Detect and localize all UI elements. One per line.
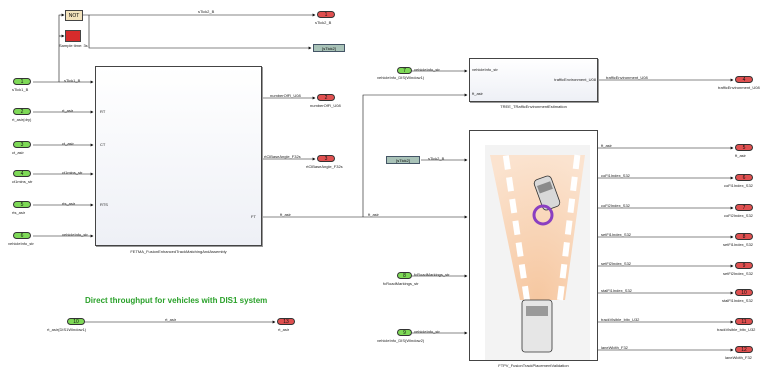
outport-8[interactable]: 8 xyxy=(735,233,753,240)
inport-8[interactable]: 8 xyxy=(397,272,412,279)
outport-8-label: setFl1Index_S32 xyxy=(723,242,754,247)
outport-1[interactable]: 1 xyxy=(317,11,335,18)
outport-2[interactable]: 2 xyxy=(317,94,335,101)
outport-9[interactable]: 9 xyxy=(735,262,753,269)
outport-12-label: laneWidth_F32 xyxy=(725,355,752,360)
inport-3[interactable]: 3 xyxy=(13,141,31,148)
signal-ft: ft_asir xyxy=(280,212,291,217)
outport-2-label: numberOfFl_U08 xyxy=(310,103,341,108)
outport-12[interactable]: 12 xyxy=(735,346,753,353)
signal-rts: rts_asir xyxy=(62,201,76,206)
signal-rt: rt_asir xyxy=(62,108,74,113)
outport-3-label: rtClBaseAngle_F32s xyxy=(306,164,343,169)
outport-10-label: stalFl1Index_S32 xyxy=(722,298,753,303)
ftpv-out-7: laneWidth_F32 xyxy=(601,345,628,350)
inport-1-label: sTick1_B xyxy=(12,87,29,92)
inport-6-label: vehicleInfo_str xyxy=(8,241,34,246)
tree-subsystem[interactable] xyxy=(469,58,598,102)
outport-9-label: setFl2Index_S32 xyxy=(723,271,754,276)
outport-13-label: rt_asir xyxy=(278,327,290,332)
outport-1-label: sTick2_B xyxy=(315,20,332,25)
inport-10-label: rt_asir(DIS1Window1) xyxy=(47,327,87,332)
inport-5-label: rts_asir xyxy=(12,210,26,215)
signal-ct: ct_asir xyxy=(62,141,74,146)
inport-2[interactable]: 2 xyxy=(13,108,31,115)
tree-name: TREE_TRafficEnvironmentEstimation xyxy=(500,104,567,109)
inport-7-label: vehicleInfo_DIS(Window1) xyxy=(377,75,425,80)
unit-delay-block[interactable] xyxy=(65,30,81,42)
signal-veh: vehicleInfo_str xyxy=(62,232,88,237)
outport-5[interactable]: 5 xyxy=(735,144,753,151)
signal-ft-2: ft_asir xyxy=(368,212,379,217)
inport-4-label: ct1mins_str xyxy=(12,179,33,184)
outport-6[interactable]: 6 xyxy=(735,174,753,181)
fetma-port-rts: RTS xyxy=(100,202,108,207)
tree-in1: vehicleInfo_str xyxy=(472,67,498,72)
inport-3-label: ct_asir xyxy=(12,150,24,155)
sample-time-label: Sample time: 3s xyxy=(59,43,88,48)
inport-1[interactable]: 1 xyxy=(13,78,31,85)
signal-numfl: numberOfFl_U08 xyxy=(270,93,301,98)
outport-11[interactable]: 11 xyxy=(735,318,753,325)
ftpv-subsystem[interactable] xyxy=(469,130,598,361)
tree-out: trafficEnvironment_U08 xyxy=(554,77,596,82)
signal-stick2: sTick2_B xyxy=(198,9,215,14)
inport-8-label: fcRoadMarkings_str xyxy=(383,281,419,286)
direct-throughput-note: Direct throughput for vehicles with DIS1… xyxy=(85,296,268,305)
from-tag[interactable]: [sTick2] xyxy=(386,156,420,164)
ftpv-name: FTPV_FusionTrackPlacementValidation xyxy=(498,363,569,368)
inport-4[interactable]: 4 xyxy=(13,170,31,177)
not-block[interactable]: NOT xyxy=(65,10,83,21)
fetma-subsystem[interactable] xyxy=(95,66,262,246)
inport-6[interactable]: 6 xyxy=(13,232,31,239)
ftpv-out-1: coFl1Index_S32 xyxy=(601,173,630,178)
outport-11-label: trackVisible_bitx_U32 xyxy=(717,327,756,332)
inport-2-label: rt_asir(dry) xyxy=(12,117,32,122)
signal-road: fcRoadMarkings_str xyxy=(414,272,450,277)
signal-traffic: trafficEnvironment_U08 xyxy=(606,75,648,80)
ftpv-out-5: stalFl1Index_S32 xyxy=(601,288,632,293)
outport-13[interactable]: 13 xyxy=(277,318,295,325)
signal-rt-direct: rt_asir xyxy=(165,317,177,322)
signal-ct1: ct1mins_str xyxy=(62,170,83,175)
ftpv-out-2: coFl2Index_S32 xyxy=(601,203,630,208)
signal-veh-tree: vehicleInfo_str xyxy=(414,67,440,72)
tree-in2: ft_asir xyxy=(472,91,483,96)
outport-6-label: coFl1Index_S32 xyxy=(724,183,753,188)
ftpv-out-3: setFl1Index_S32 xyxy=(601,232,632,237)
goto-tag[interactable]: [sTick2] xyxy=(313,44,345,52)
inport-9-label: vehicleInfo_DIS(Window2) xyxy=(377,338,425,343)
fetma-port-rt: RT xyxy=(100,109,106,114)
inport-10[interactable]: 10 xyxy=(67,318,85,325)
outport-4[interactable]: 4 xyxy=(735,76,753,83)
ftpv-out-0: ft_asir xyxy=(601,143,612,148)
inport-5[interactable]: 5 xyxy=(13,201,31,208)
outport-10[interactable]: 10 xyxy=(735,289,753,296)
outport-7-label: coFl2Index_S32 xyxy=(724,213,753,218)
road-scene-icon xyxy=(485,145,590,360)
signal-veh-ftpv: vehicleInfo_str xyxy=(414,329,440,334)
ftpv-out-6: trackVisible_bitx_U32 xyxy=(601,317,640,322)
outport-7[interactable]: 7 xyxy=(735,204,753,211)
ftpv-out-4: setFl2Index_S32 xyxy=(601,261,632,266)
outport-5-label: ft_asir xyxy=(735,153,746,158)
fetma-port-ct: CT xyxy=(100,142,106,147)
signal-angle: rtClBaseAngle_F32s xyxy=(264,154,301,159)
outport-3[interactable]: 3 xyxy=(317,155,335,162)
signal-stick2-from: sTick2_B xyxy=(428,156,445,161)
inport-7[interactable]: 7 xyxy=(397,67,412,74)
outport-4-label: trafficEnvironment_U08 xyxy=(718,85,760,90)
inport-9[interactable]: 9 xyxy=(397,329,412,336)
fetma-name: FETMA_FusionEnhancedTrackMatchingAndAsse… xyxy=(130,249,227,254)
fetma-port-ft: FT xyxy=(251,214,256,219)
signal-stick1: sTick1_B xyxy=(64,78,81,83)
